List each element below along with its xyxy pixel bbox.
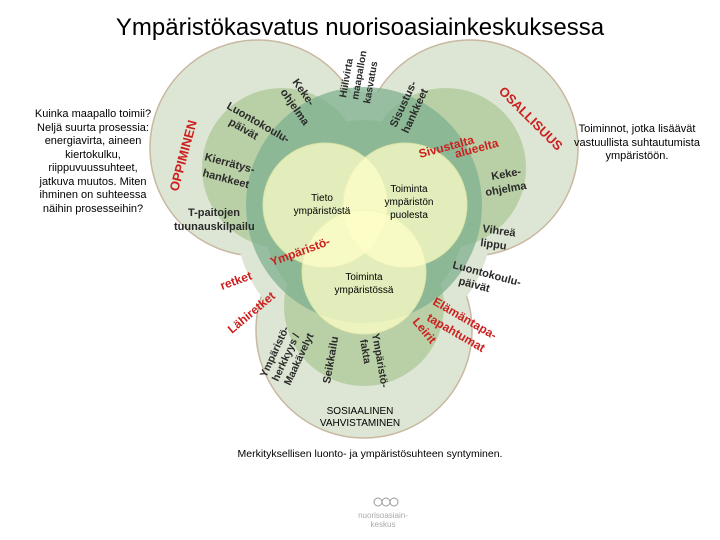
vihrea-lippu-label-1: Vihreä <box>482 223 518 240</box>
puolesta-label-3: puolesta <box>390 210 428 221</box>
ymparistossa-label-2: ympäristössä <box>335 285 394 296</box>
puolesta-label-1: Toiminta <box>390 184 428 195</box>
ymparistofakta-label-2: fakta <box>357 338 373 364</box>
logo-line-1: nuorisoasiain- <box>358 511 408 520</box>
logo-icon: nuorisoasiain- keskus <box>358 497 408 529</box>
sosiaalinen-label-1: SOSIAALINEN <box>327 406 394 417</box>
right-description: Toiminnot, jotka lisäävät vastuullista s… <box>574 123 700 162</box>
logo-line-2: keskus <box>371 520 396 529</box>
tieto-label-2: ympäristöstä <box>294 206 351 217</box>
bottom-caption: Merkityksellisen luonto- ja ympäristösuh… <box>237 448 503 460</box>
vihrea-lippu-label-2: lippu <box>480 237 508 253</box>
ymparistoretket-label-2: retket <box>218 268 254 292</box>
venn-circles <box>262 142 468 335</box>
sosiaalinen-label-2: VAHVISTAMINEN <box>320 418 400 429</box>
puolesta-label-2: ympäristön <box>385 197 434 208</box>
nuorisoasiainkeskus-logo: nuorisoasiain- keskus <box>318 494 448 530</box>
left-description: Kuinka maapallo toimii? Neljä suurta pro… <box>34 108 152 215</box>
t-paitojen-label: T-paitojen <box>188 207 240 219</box>
tuunauskilpailu-label: tuunauskilpailu <box>174 221 255 233</box>
page-title: Ympäristökasvatus nuorisoasiainkeskukses… <box>115 14 605 41</box>
keke-ohjelma-right-label-1: Keke- <box>490 166 522 183</box>
ymparistossa-label-1: Toiminta <box>345 272 383 283</box>
tieto-label-1: Tieto <box>311 193 333 204</box>
